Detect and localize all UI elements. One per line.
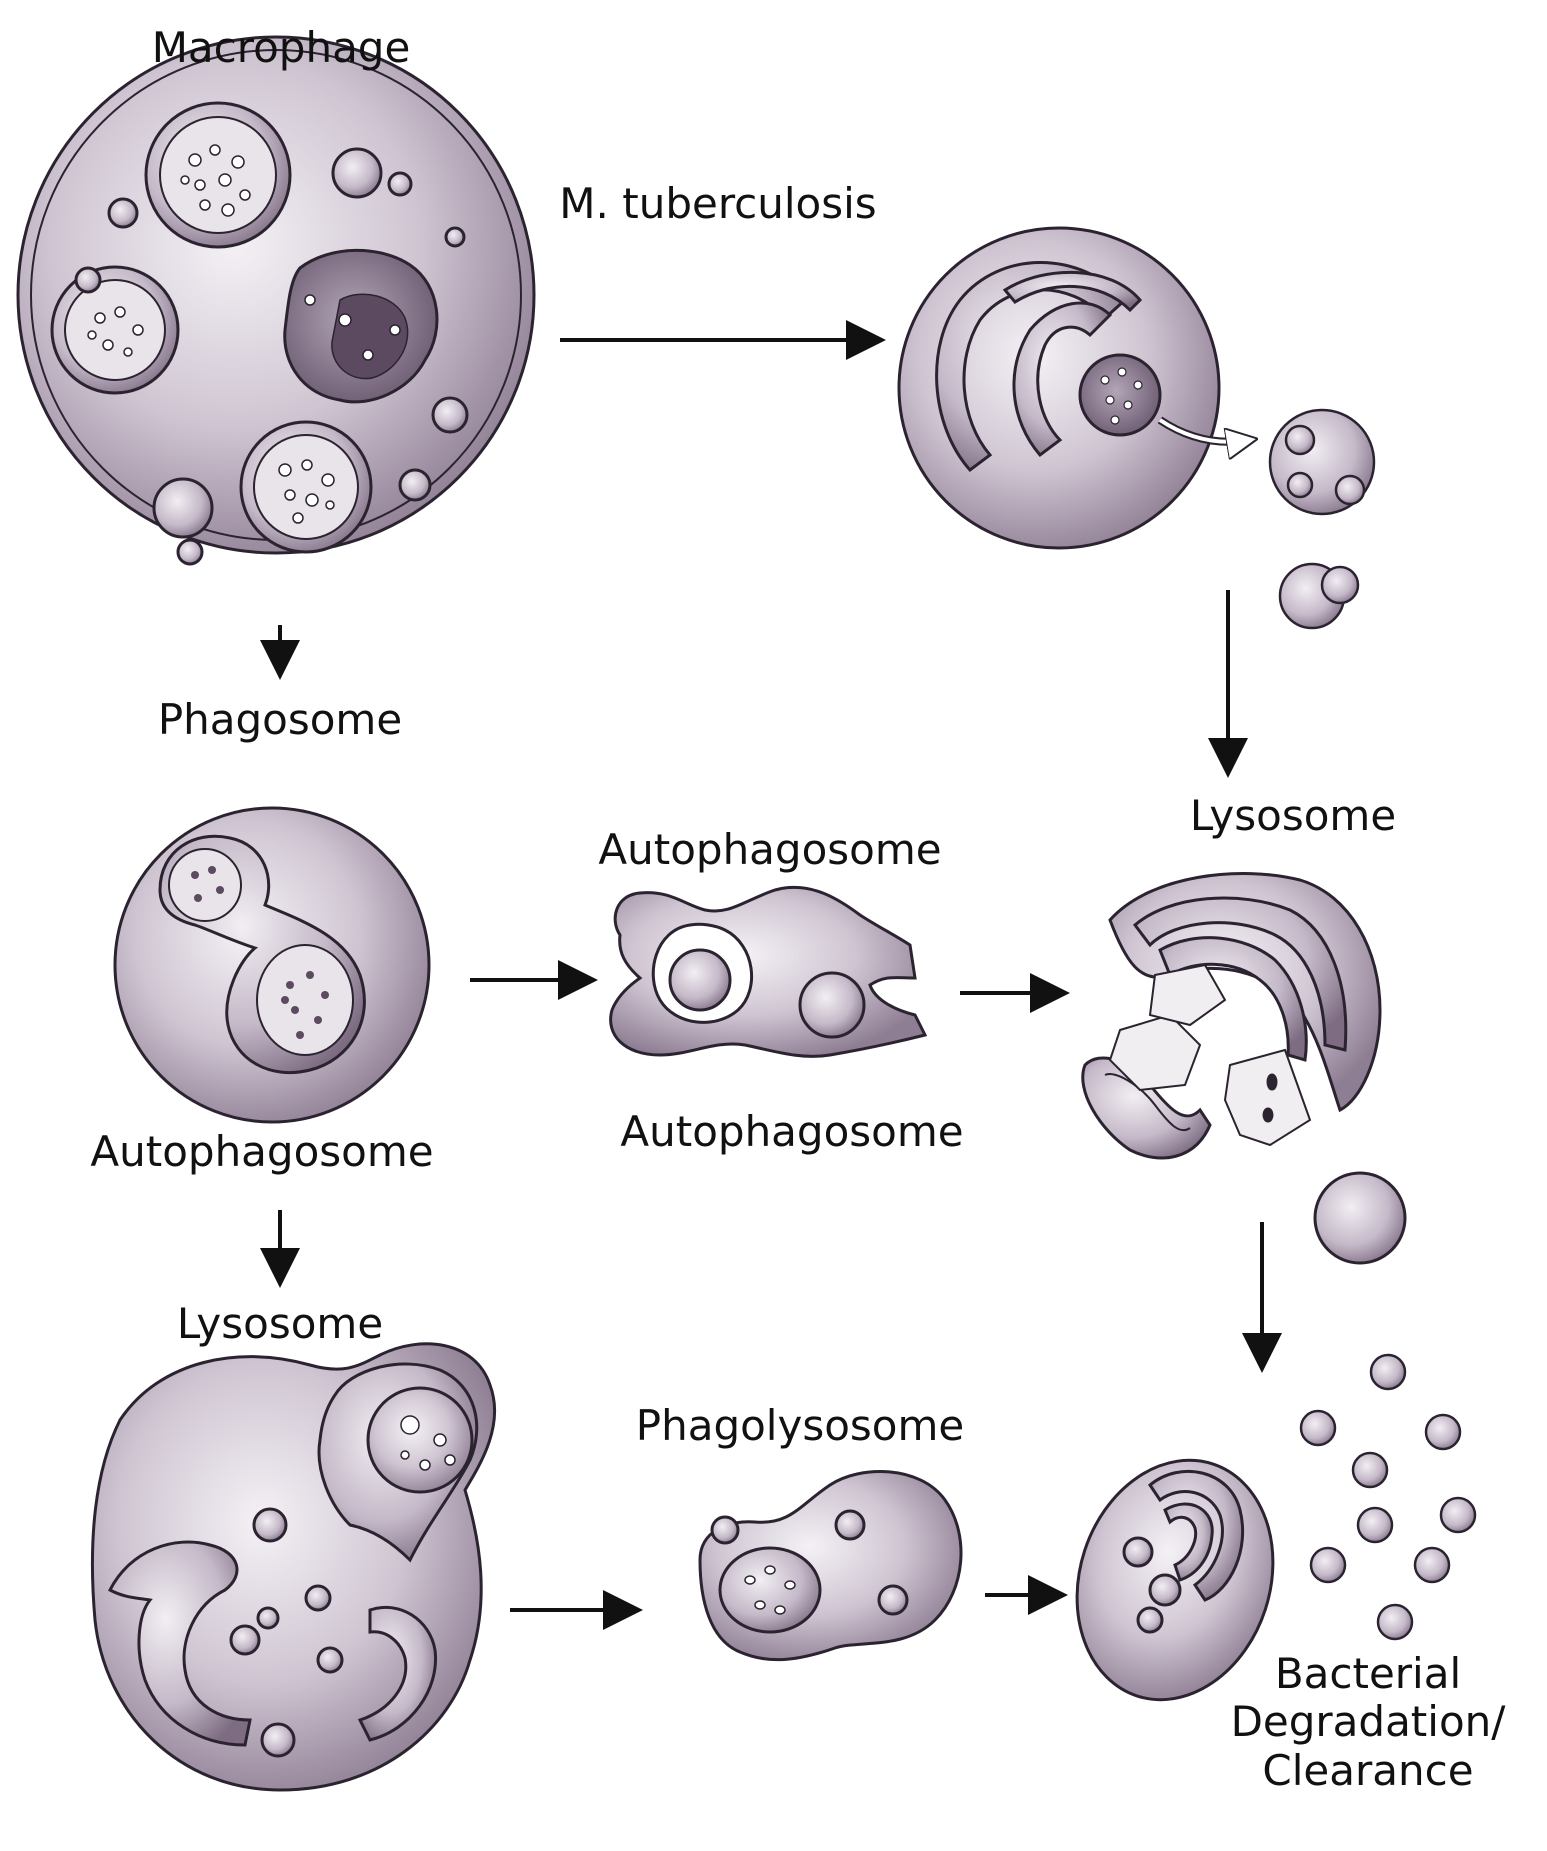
phagolysosome-shape (698, 1470, 963, 1662)
label-autophagosome-top: Autophagosome (598, 825, 942, 874)
lysosome-complex (1081, 872, 1407, 1265)
autophagosome-shape (609, 885, 928, 1058)
bacterium-granules (1100, 367, 1143, 425)
label-clearance-line3: Clearance (1262, 1745, 1474, 1795)
label-clearance-line1: Bacterial (1274, 1649, 1462, 1698)
label-lysosome-right: Lysosome (1189, 791, 1397, 840)
flow-arrows (260, 320, 1282, 1630)
macrophage-granules (87, 144, 401, 524)
label-phagolysosome: Phagolysosome (635, 1401, 965, 1450)
lysosome-cell (90, 1342, 497, 1792)
label-autophagosome-left: Autophagosome (90, 1127, 434, 1176)
label-bacterial-clearance: Bacterial Degradation/ Clearance (1208, 1649, 1528, 1795)
degradation-cell (1075, 1458, 1275, 1702)
phagosome-cell (113, 806, 431, 1124)
phagosome-granules (191, 866, 329, 1039)
phagolysosome-granules (744, 1565, 796, 1615)
label-clearance-line2: Degradation/ (1230, 1697, 1506, 1747)
degradation-particles (1299, 1353, 1477, 1641)
label-macrophage: Macrophage (151, 23, 411, 72)
macrophage-cell (16, 35, 536, 566)
label-autophagosome-bottom: Autophagosome (620, 1107, 964, 1156)
infected-cell (897, 226, 1221, 550)
lysosome-cell-granules (400, 1415, 456, 1471)
label-m-tuberculosis: M. tuberculosis (559, 179, 877, 228)
label-phagosome: Phagosome (157, 695, 403, 744)
label-lysosome-left: Lysosome (176, 1299, 384, 1348)
lysosome-vesicles-top (1268, 408, 1376, 630)
